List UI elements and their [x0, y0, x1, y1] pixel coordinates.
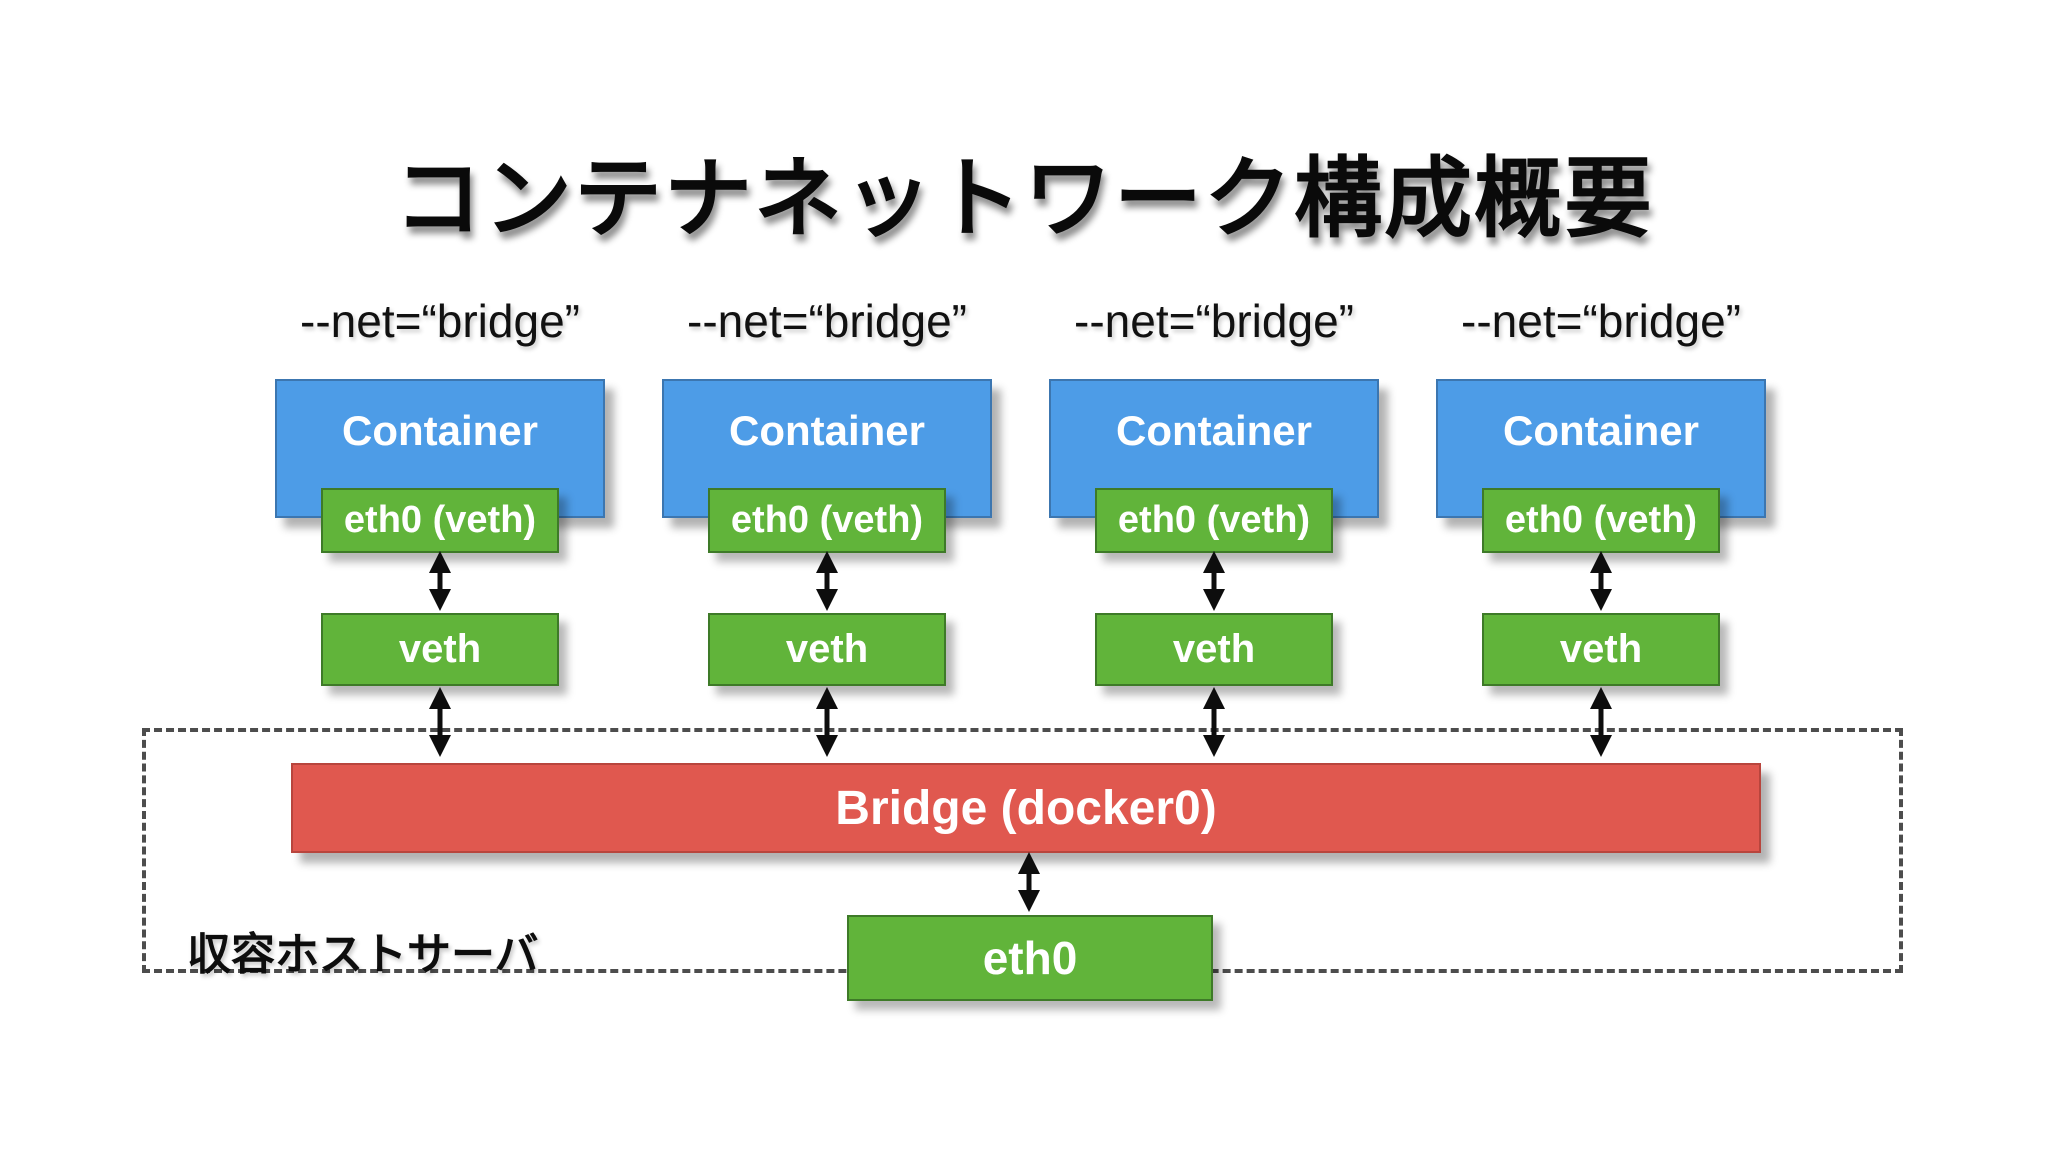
double-arrow-icon [816, 687, 838, 757]
veth-box: veth [1482, 613, 1720, 686]
double-arrow-icon [429, 687, 451, 757]
container-column-1: --net=“bridge” Container eth0 (veth) vet… [275, 290, 605, 768]
veth-box-label: veth [785, 627, 869, 671]
double-arrow-icon [1203, 551, 1225, 611]
veth-box-label: veth [398, 627, 482, 671]
container-eth0-box: eth0 (veth) [1095, 488, 1333, 553]
veth-box: veth [1095, 613, 1333, 686]
container-eth0-label: eth0 (veth) [343, 499, 537, 541]
double-arrow-icon [429, 551, 451, 611]
page-title: コンテナネットワーク構成概要 [393, 149, 1654, 248]
container-column-2: --net=“bridge” Container eth0 (veth) vet… [662, 290, 992, 768]
double-arrow-icon [1203, 687, 1225, 757]
host-eth0-box: eth0 [847, 915, 1213, 1001]
container-eth0-box: eth0 (veth) [321, 488, 559, 553]
container-column-4: --net=“bridge” Container eth0 (veth) vet… [1436, 290, 1766, 768]
net-mode-label: --net=“bridge” [687, 295, 967, 347]
double-arrow-icon [1590, 551, 1612, 611]
bridge-docker0-label: Bridge (docker0) [835, 781, 1217, 835]
container-column-3: --net=“bridge” Container eth0 (veth) vet… [1049, 290, 1379, 768]
bridge-docker0-box: Bridge (docker0) [291, 763, 1761, 853]
double-arrow-icon [1018, 852, 1040, 912]
double-arrow-icon [816, 551, 838, 611]
net-mode-label: --net=“bridge” [1074, 295, 1354, 347]
net-mode-label: --net=“bridge” [300, 295, 580, 347]
veth-box-label: veth [1172, 627, 1256, 671]
veth-box: veth [321, 613, 559, 686]
veth-box-label: veth [1559, 627, 1643, 671]
host-server-label: 収容ホストサーバ [187, 930, 539, 979]
container-eth0-box: eth0 (veth) [1482, 488, 1720, 553]
container-box-label: Container [1502, 407, 1699, 454]
host-eth0-label: eth0 [982, 932, 1078, 984]
veth-box: veth [708, 613, 946, 686]
net-mode-label: --net=“bridge” [1461, 295, 1741, 347]
double-arrow-icon [1590, 687, 1612, 757]
container-eth0-label: eth0 (veth) [1504, 499, 1698, 541]
container-eth0-label: eth0 (veth) [1117, 499, 1311, 541]
container-box-label: Container [341, 407, 538, 454]
container-box-label: Container [728, 407, 925, 454]
container-eth0-label: eth0 (veth) [730, 499, 924, 541]
container-eth0-box: eth0 (veth) [708, 488, 946, 553]
container-box-label: Container [1115, 407, 1312, 454]
